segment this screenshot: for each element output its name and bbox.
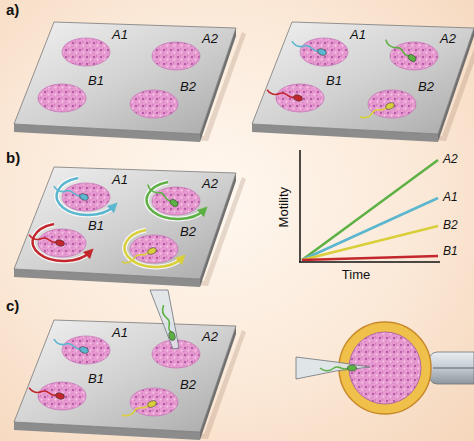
well-label: B1 [88, 219, 104, 233]
series-label: A1 [443, 191, 458, 204]
well-label: B2 [180, 225, 196, 239]
tissue-plate [252, 22, 474, 142]
well-label: B1 [326, 74, 342, 88]
series-label: B2 [443, 219, 458, 232]
tissue-plate [14, 22, 246, 142]
panel-letter: b) [6, 150, 20, 167]
well-label: B2 [180, 80, 196, 94]
series-label: B1 [443, 245, 458, 258]
oocyte-injection [296, 322, 474, 414]
axis-title: Time [342, 268, 370, 282]
well-label: A1 [112, 326, 128, 340]
well-label: A2 [202, 177, 218, 191]
motility-chart [299, 150, 440, 262]
well-label: A1 [112, 28, 128, 42]
tissue-plate [14, 167, 246, 287]
panel-letter: a) [6, 2, 19, 19]
well-label: B1 [88, 372, 104, 386]
panel-letter: c) [6, 298, 19, 315]
axis-title: Motility [277, 187, 291, 227]
well-label: A2 [202, 330, 218, 344]
well-label: B2 [418, 80, 434, 94]
tissue-plate [14, 290, 246, 440]
well-label: B1 [88, 74, 104, 88]
series-label: A2 [443, 153, 458, 166]
well-label: A2 [440, 32, 456, 46]
well-label: A2 [202, 32, 218, 46]
well-label: A1 [112, 173, 128, 187]
well-label: B2 [180, 378, 196, 392]
well-label: A1 [350, 28, 366, 42]
